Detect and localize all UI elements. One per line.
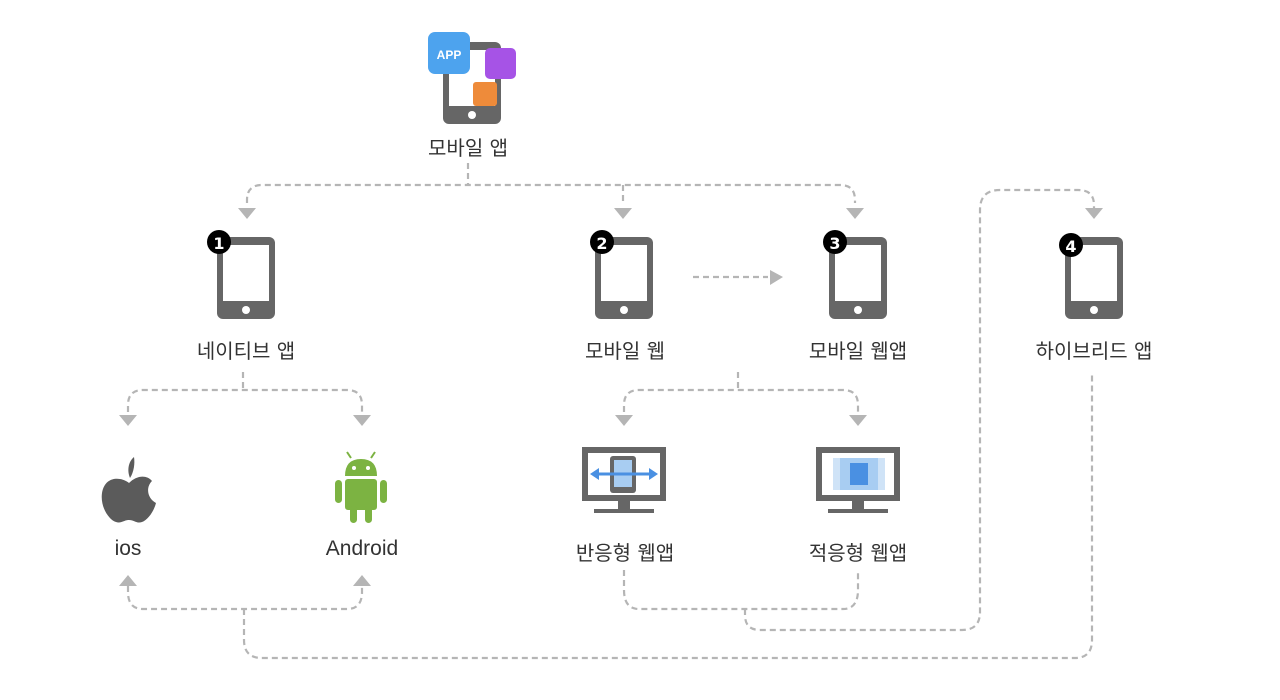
number-badge-1: 1	[207, 230, 231, 254]
android-label: Android	[325, 537, 399, 560]
connector-hybrid-right	[743, 188, 1096, 632]
number-badge-2: 2	[590, 230, 614, 254]
hybrid-app-label: 하이브리드 앱	[1035, 339, 1153, 363]
svg-text:3: 3	[829, 234, 840, 253]
mobile-webapp-label: 모바일 웹앱	[808, 339, 908, 363]
phone-icon-native	[217, 237, 275, 319]
arrow-to-mobile-webapp	[846, 208, 864, 219]
phone-icon-mobile-webapp	[829, 237, 887, 319]
responsive-monitor-icon	[582, 447, 666, 513]
android-icon	[335, 451, 387, 523]
connectors	[126, 163, 1096, 660]
app-badge-text: APP	[437, 48, 462, 62]
arrow-up-android	[353, 575, 371, 586]
arrowheads	[119, 208, 1103, 586]
mobile-web-label: 모바일 웹	[585, 339, 665, 363]
responsive-webapp-label: 반응형 웹앱	[575, 541, 675, 565]
connector-native-branch	[126, 388, 364, 412]
arrow-to-android	[353, 415, 371, 426]
arrow-to-mobile-web	[614, 208, 632, 219]
apple-icon	[101, 457, 156, 523]
arrow-to-hybrid	[1085, 208, 1103, 219]
number-badge-3: 3	[823, 230, 847, 254]
arrow-to-adaptive	[849, 415, 867, 426]
ios-label: ios	[114, 537, 142, 560]
number-badge-4: 4	[1059, 233, 1083, 257]
arrow-to-ios	[119, 415, 137, 426]
svg-text:4: 4	[1065, 237, 1076, 256]
arrow-to-native	[238, 208, 256, 219]
arrow-to-responsive	[615, 415, 633, 426]
connector-webapp-branch	[622, 388, 860, 412]
arrow-web-to-webapp	[770, 270, 783, 285]
mobile-app-icon: APP	[428, 32, 516, 124]
phone-icon-mobile-web	[595, 237, 653, 319]
svg-text:1: 1	[213, 234, 224, 253]
root-label: 모바일 앱	[428, 136, 508, 160]
adaptive-webapp-label: 적응형 웹앱	[808, 541, 908, 565]
adaptive-monitor-icon	[816, 447, 900, 513]
phone-icon-hybrid	[1065, 237, 1123, 319]
connector-webtypes-bottom	[622, 570, 860, 611]
connector-hybrid-left	[242, 372, 1094, 660]
svg-text:2: 2	[596, 234, 607, 253]
connector-platforms-bottom	[126, 586, 364, 611]
native-app-label: 네이티브 앱	[196, 339, 296, 363]
connector-root-branch	[245, 183, 857, 203]
arrow-up-ios	[119, 575, 137, 586]
